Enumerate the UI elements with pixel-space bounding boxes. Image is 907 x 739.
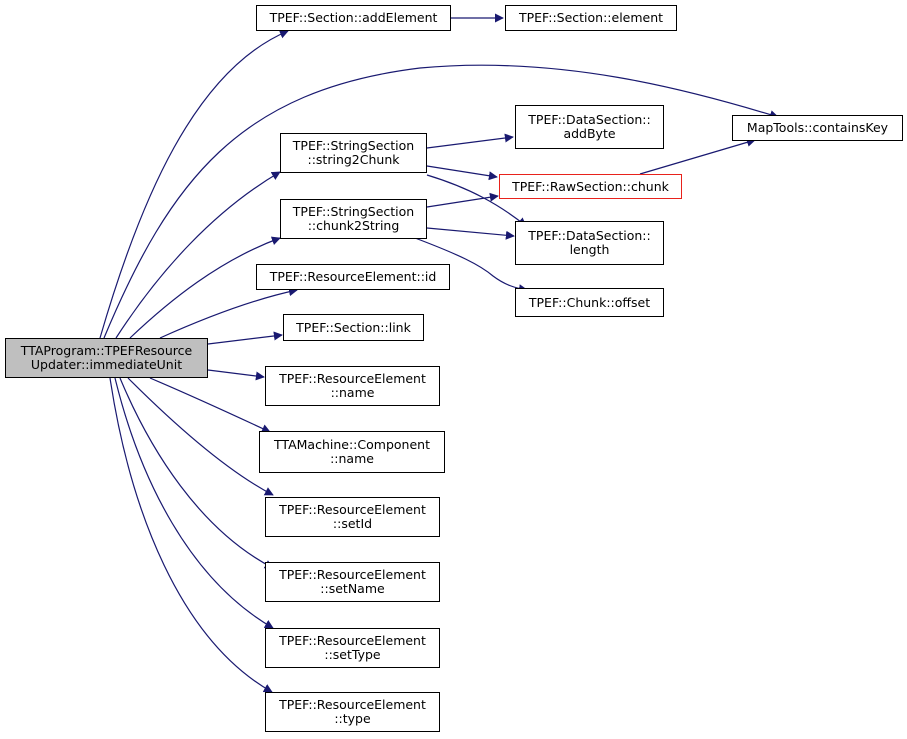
node-section-link[interactable]: TPEF::Section::link: [283, 314, 424, 341]
node-label-line-2: ::name: [330, 451, 374, 466]
node-resource-element-type[interactable]: TPEF::ResourceElement ::type: [265, 692, 440, 732]
node-label-line-1: TPEF::StringSection: [292, 204, 415, 219]
node-label-line-1: TPEF::ResourceElement::id: [269, 269, 437, 284]
node-label-line-1: TPEF::ResourceElement: [279, 371, 426, 386]
node-label-line-1: MapTools::containsKey: [746, 120, 889, 135]
node-label-line-1: TPEF::DataSection::: [528, 228, 651, 243]
edge-chunk2String-length: [426, 227, 515, 240]
node-label-line-2: ::chunk2String: [307, 218, 400, 233]
node-string-section-string2chunk[interactable]: TPEF::StringSection ::string2Chunk: [280, 133, 427, 173]
node-label-line-1: TPEF::ResourceElement: [279, 567, 426, 582]
node-label-line-2: ::setName: [320, 581, 385, 596]
node-maptools-contains-key[interactable]: MapTools::containsKey: [732, 115, 903, 141]
node-string-section-chunk2string[interactable]: TPEF::StringSection ::chunk2String: [280, 199, 427, 239]
node-label-line-1: TPEF::ResourceElement: [279, 697, 426, 712]
node-label-line-1: TPEF::DataSection::: [528, 112, 651, 127]
node-chunk-offset[interactable]: TPEF::Chunk::offset: [515, 288, 664, 317]
edge-root-chunk2String: [129, 236, 281, 339]
node-label-line-1: TPEF::Chunk::offset: [528, 294, 651, 310]
node-label-line-2: length: [569, 242, 610, 257]
node-component-name[interactable]: TTAMachine::Component ::name: [259, 431, 445, 473]
edge-root-containsKey: [103, 64, 779, 339]
node-resource-element-set-name[interactable]: TPEF::ResourceElement ::setName: [265, 562, 440, 602]
edge-root-link: [207, 331, 283, 345]
node-resource-element-set-id[interactable]: TPEF::ResourceElement ::setId: [265, 497, 440, 537]
node-data-section-length[interactable]: TPEF::DataSection:: length: [515, 221, 664, 265]
node-label-line-1: TPEF::Section::element: [518, 10, 664, 25]
edge-root-resId: [159, 287, 298, 339]
node-resource-element-id[interactable]: TPEF::ResourceElement::id: [256, 264, 450, 290]
node-data-section-add-byte[interactable]: TPEF::DataSection:: addByte: [515, 105, 664, 149]
node-raw-section-chunk[interactable]: TPEF::RawSection::chunk: [499, 174, 682, 199]
node-label-line-2: Updater::immediateUnit: [30, 357, 183, 372]
edge-root-setName: [119, 377, 274, 569]
edge-root-resName: [207, 369, 265, 381]
node-label-line-2: ::type: [334, 711, 371, 726]
node-label-line-1: TTAProgram::TPEFResource: [20, 343, 193, 358]
node-label-line-1: TPEF::Section::link: [296, 319, 411, 335]
edge-string2Chunk-rawChunk: [426, 165, 498, 181]
node-label-line-2: ::setType: [324, 647, 381, 662]
node-label-line-1: TPEF::ResourceElement: [279, 633, 426, 648]
edge-root-string2Chunk: [115, 171, 281, 339]
edge-chunk2String-rawChunk: [426, 192, 499, 208]
node-label-line-1: TPEF::StringSection: [292, 138, 415, 153]
edge-root-addElement: [99, 29, 289, 339]
edge-chunk2String-offset: [414, 237, 528, 294]
node-section-element[interactable]: TPEF::Section::element: [505, 5, 677, 31]
node-section-add-element[interactable]: TPEF::Section::addElement: [256, 5, 451, 31]
node-label-line-1: TPEF::RawSection::chunk: [512, 178, 669, 194]
node-label-line-2: ::setId: [332, 516, 373, 531]
node-label-line-2: addByte: [563, 126, 616, 141]
edge-rawChunk-containsKey: [639, 137, 756, 175]
edge-root-type: [109, 377, 273, 693]
node-resource-element-set-type[interactable]: TPEF::ResourceElement ::setType: [265, 628, 440, 668]
node-immediate-unit[interactable]: TTAProgram::TPEFResource Updater::immedi…: [5, 338, 208, 378]
node-label-line-1: TTAMachine::Component: [274, 437, 430, 452]
node-label-line-2: ::string2Chunk: [307, 152, 400, 167]
node-label-line-1: TPEF::ResourceElement: [279, 502, 426, 517]
edge-string2Chunk-length: [426, 174, 527, 227]
node-resource-element-name[interactable]: TPEF::ResourceElement ::name: [265, 366, 440, 406]
edge-root-setType: [114, 377, 274, 629]
edge-root-setId: [127, 377, 274, 496]
edge-root-compName: [149, 377, 271, 433]
node-label-line-2: ::name: [330, 385, 375, 400]
node-label-line-1: TPEF::Section::addElement: [269, 10, 438, 25]
edge-string2Chunk-addByte: [426, 133, 514, 149]
